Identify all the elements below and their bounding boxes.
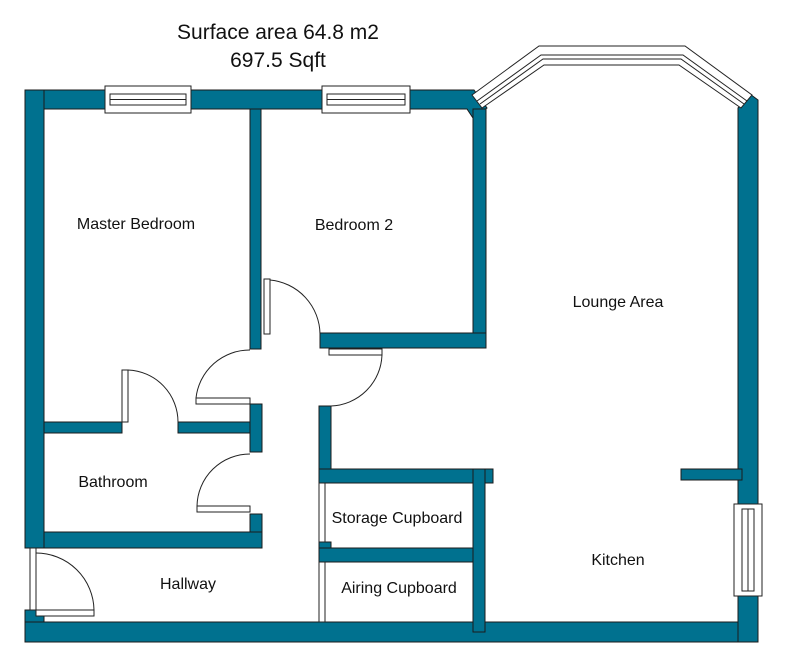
label-hallway: Hallway — [160, 576, 216, 593]
window-master-bedroom — [104, 85, 192, 114]
wall-right-upper — [737, 93, 759, 505]
wall-bathroom-right-upper — [249, 403, 263, 453]
door-airing — [318, 561, 326, 623]
door-lounge — [328, 348, 383, 407]
wall-storage-airing-divider — [318, 547, 484, 563]
room-labels: Master Bedroom Bedroom 2 Lounge Area Bat… — [77, 216, 664, 597]
label-bathroom: Bathroom — [78, 474, 147, 491]
wall-bedroom-partition — [249, 108, 262, 350]
wall-storage-top — [318, 468, 494, 484]
window-lounge-bay — [471, 45, 753, 109]
door-storage — [318, 482, 326, 543]
window-bedroom-2 — [321, 85, 411, 114]
door-master-bedroom — [195, 349, 251, 405]
label-kitchen: Kitchen — [591, 552, 644, 569]
door-bedroom-2 — [263, 278, 321, 335]
door-master-ensuite — [121, 369, 179, 423]
label-lounge-area: Lounge Area — [573, 294, 664, 311]
windows — [104, 45, 763, 597]
surface-area-metric: Surface area 64.8 m2 — [177, 21, 379, 44]
surface-area-imperial: 697.5 Sqft — [230, 49, 326, 72]
wall-bottom — [24, 621, 758, 643]
wall-right-lower — [737, 595, 759, 643]
window-kitchen — [733, 503, 763, 597]
wall-bedroom2-bottom — [319, 332, 487, 349]
wall-kitchen-stub — [680, 468, 743, 481]
wall-bathroom-bottom — [43, 531, 263, 549]
wall-master-bottom-left — [43, 421, 123, 434]
label-storage-cupboard: Storage Cupboard — [332, 510, 463, 527]
label-airing-cupboard: Airing Cupboard — [341, 580, 457, 597]
wall-cupboards-right — [472, 468, 486, 633]
wall-bedroom2-right — [472, 108, 487, 349]
label-bedroom-2: Bedroom 2 — [315, 217, 393, 234]
wall-left-outer — [24, 89, 45, 549]
walls — [24, 89, 759, 643]
wall-top-middle — [190, 89, 323, 110]
door-bathroom — [196, 453, 251, 513]
door-entrance — [29, 547, 95, 617]
label-master-bedroom: Master Bedroom — [77, 216, 195, 233]
doors — [29, 278, 383, 623]
wall-master-bottom-right — [177, 421, 263, 434]
